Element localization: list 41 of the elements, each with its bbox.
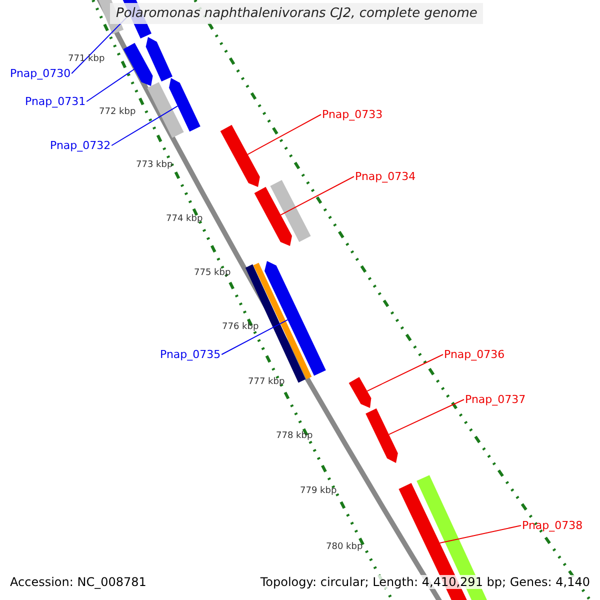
- leader-line: [280, 176, 354, 216]
- scale-label: 775 kbp: [194, 269, 231, 278]
- gene-label: Pnap_0736: [444, 349, 505, 360]
- leader-line: [111, 106, 178, 146]
- scale-label: 774 kbp: [166, 215, 203, 224]
- scale-label: 773 kbp: [136, 161, 173, 170]
- gene-label: Pnap_0738: [522, 520, 583, 531]
- gene-label: Pnap_0737: [465, 394, 526, 405]
- leader-line: [247, 114, 322, 155]
- gene-label: Pnap_0735: [160, 349, 221, 360]
- gene-bar: [146, 37, 172, 82]
- scale-label: 778 kbp: [276, 432, 313, 441]
- gene-label: Pnap_0730: [10, 68, 71, 79]
- gene-bar: [348, 377, 372, 408]
- gene-bar: [169, 78, 200, 132]
- gene-bar: [416, 475, 488, 600]
- leader-line: [221, 319, 288, 355]
- gene-label: Pnap_0732: [50, 140, 111, 151]
- gene-bar: [254, 186, 292, 246]
- leader-line: [366, 354, 444, 392]
- scale-label: 776 kbp: [222, 323, 259, 332]
- scale-label: 777 kbp: [248, 378, 285, 387]
- gene-label: Pnap_0731: [25, 96, 86, 107]
- scale-label: 772 kbp: [99, 108, 136, 117]
- gene-bar: [147, 82, 184, 138]
- gene-bar: [366, 408, 398, 463]
- gene-label: Pnap_0734: [355, 171, 416, 182]
- scale-label: 771 kbp: [68, 55, 105, 64]
- gene-bar: [220, 124, 260, 187]
- gene-bar: [264, 261, 326, 376]
- leader-line: [388, 399, 464, 435]
- scale-label: 779 kbp: [300, 487, 337, 496]
- info-text: Topology: circular; Length: 4,410,291 bp; Genes: 4,140: [258, 575, 592, 589]
- leader-line: [439, 525, 522, 544]
- leader-line: [86, 68, 135, 102]
- gene-bar: [123, 42, 153, 86]
- gene-label: Pnap_0733: [322, 109, 383, 120]
- gene-bar: [270, 180, 311, 242]
- scale-label: 780 kbp: [326, 543, 363, 552]
- info-text: Accession: NC_008781: [8, 575, 148, 589]
- map-title: Polaromonas naphthalenivorans CJ2, complete genome: [110, 3, 484, 24]
